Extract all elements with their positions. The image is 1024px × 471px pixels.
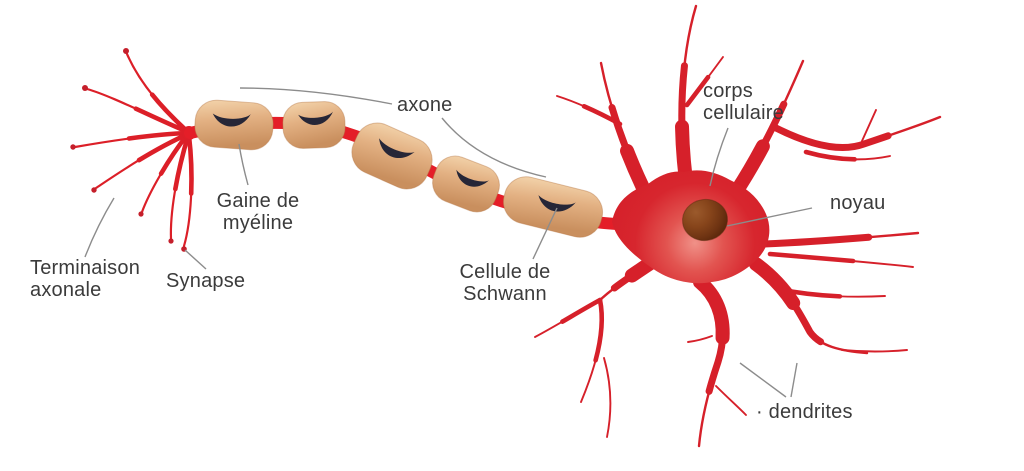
synapse-bulb bbox=[168, 238, 174, 244]
myelin-segment-4 bbox=[432, 155, 500, 213]
nucleus bbox=[682, 198, 728, 242]
label-terminaison-axonale: Terminaison axonale bbox=[30, 257, 141, 301]
myelin-sheath bbox=[194, 99, 604, 238]
synapse-bulb bbox=[82, 85, 88, 91]
corps-cellulaire-leader-line bbox=[709, 127, 729, 187]
synapse-bulb bbox=[91, 187, 97, 193]
label-noyau: noyau bbox=[830, 192, 886, 214]
synapse-bulb bbox=[123, 48, 129, 54]
gaine-myeline-leader-line bbox=[238, 143, 249, 186]
label-dendrites: · dendrites bbox=[756, 401, 853, 423]
label-cellule-de-schwann: Cellule de Schwann bbox=[459, 261, 551, 305]
synapse-leader-line bbox=[184, 249, 207, 270]
myelin-segment-2 bbox=[282, 101, 346, 149]
axone-leader-line-right bbox=[441, 117, 547, 178]
dendrites-leader-line-left bbox=[739, 362, 787, 398]
label-axone: axone bbox=[397, 94, 453, 116]
axone-leader-line-left bbox=[239, 87, 393, 105]
myelin-segment-3 bbox=[351, 122, 433, 190]
axon-terminal bbox=[70, 48, 196, 252]
synapse-bulb bbox=[70, 144, 76, 150]
terminal-branch bbox=[72, 51, 194, 249]
myelin-segment-1 bbox=[194, 99, 274, 151]
synapse-bulb bbox=[138, 211, 144, 217]
myelin-segment-5 bbox=[502, 176, 604, 238]
label-corps-cellulaire: corps cellulaire bbox=[703, 80, 784, 124]
leader-lines bbox=[84, 87, 813, 398]
noyau-leader-line bbox=[726, 207, 813, 227]
cellule-schwann-leader-line bbox=[532, 207, 558, 260]
terminaison-leader-line bbox=[84, 197, 115, 258]
synapse-bulbs bbox=[70, 48, 187, 252]
dendrites bbox=[535, 6, 940, 446]
dendrites-leader-line-right bbox=[790, 362, 798, 398]
label-gaine-de-myeline: Gaine de myéline bbox=[216, 190, 300, 234]
label-synapse: Synapse bbox=[166, 270, 246, 292]
